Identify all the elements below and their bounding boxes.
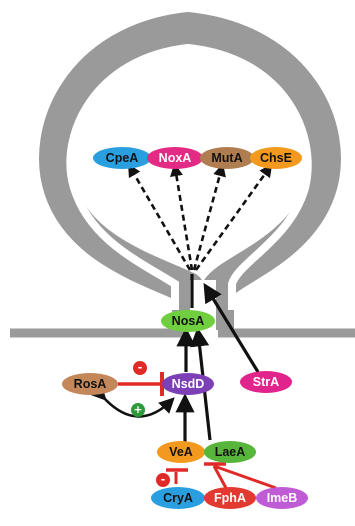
node-laea: LaeA xyxy=(204,441,256,463)
node-rosa: RosA xyxy=(62,373,118,395)
node-label-stra: StrA xyxy=(253,375,279,389)
node-muta: MutA xyxy=(200,147,254,169)
node-noxa: NoxA xyxy=(147,147,203,169)
dashed-arrow-noxa xyxy=(170,163,194,271)
dashed-arrow-chse xyxy=(194,163,273,271)
node-label-cpea: CpeA xyxy=(106,151,139,165)
node-label-nosa: NosA xyxy=(172,314,205,328)
negative-badge-rosa xyxy=(133,361,147,375)
cell-inner xyxy=(66,43,312,310)
positive-feedback-loop: + xyxy=(90,384,175,418)
node-label-muta: MutA xyxy=(211,151,242,165)
node-crya: CryA xyxy=(151,487,205,509)
node-label-laea: LaeA xyxy=(215,445,246,459)
node-label-chse: ChsE xyxy=(260,151,292,165)
positive-badge xyxy=(131,403,145,417)
node-label-vea: VeA xyxy=(169,445,193,459)
negative-symbol: - xyxy=(138,361,143,374)
node-label-crya: CryA xyxy=(163,491,193,505)
negative-symbol-crya: - xyxy=(161,473,166,486)
node-label-rosa: RosA xyxy=(74,377,107,391)
node-label-noxa: NoxA xyxy=(159,151,192,165)
light-sensor-inhibition xyxy=(166,462,277,490)
node-cpea: CpeA xyxy=(93,147,151,169)
cell-ring xyxy=(39,12,341,330)
negative-badge-crya xyxy=(156,473,170,487)
dashed-arrows xyxy=(128,163,273,271)
node-label-imeb: ImeB xyxy=(267,491,298,505)
positive-symbol: + xyxy=(133,403,142,416)
arrow-stra-junction xyxy=(203,282,260,373)
node-fpha: FphA xyxy=(204,487,256,509)
node-label-fpha: FphA xyxy=(214,491,246,505)
node-nsdd: NsdD xyxy=(162,373,214,395)
dashed-arrow-muta xyxy=(192,163,226,271)
node-label-nsdd: NsdD xyxy=(172,377,205,391)
node-chse: ChsE xyxy=(250,147,302,169)
node-nosa: NosA xyxy=(161,310,215,332)
node-vea: VeA xyxy=(157,441,205,463)
node-imeb: ImeB xyxy=(256,487,308,509)
node-stra: StrA xyxy=(240,371,292,393)
cell-outline xyxy=(10,12,355,340)
rosa-nsdd-inhibition: - xyxy=(118,361,164,396)
